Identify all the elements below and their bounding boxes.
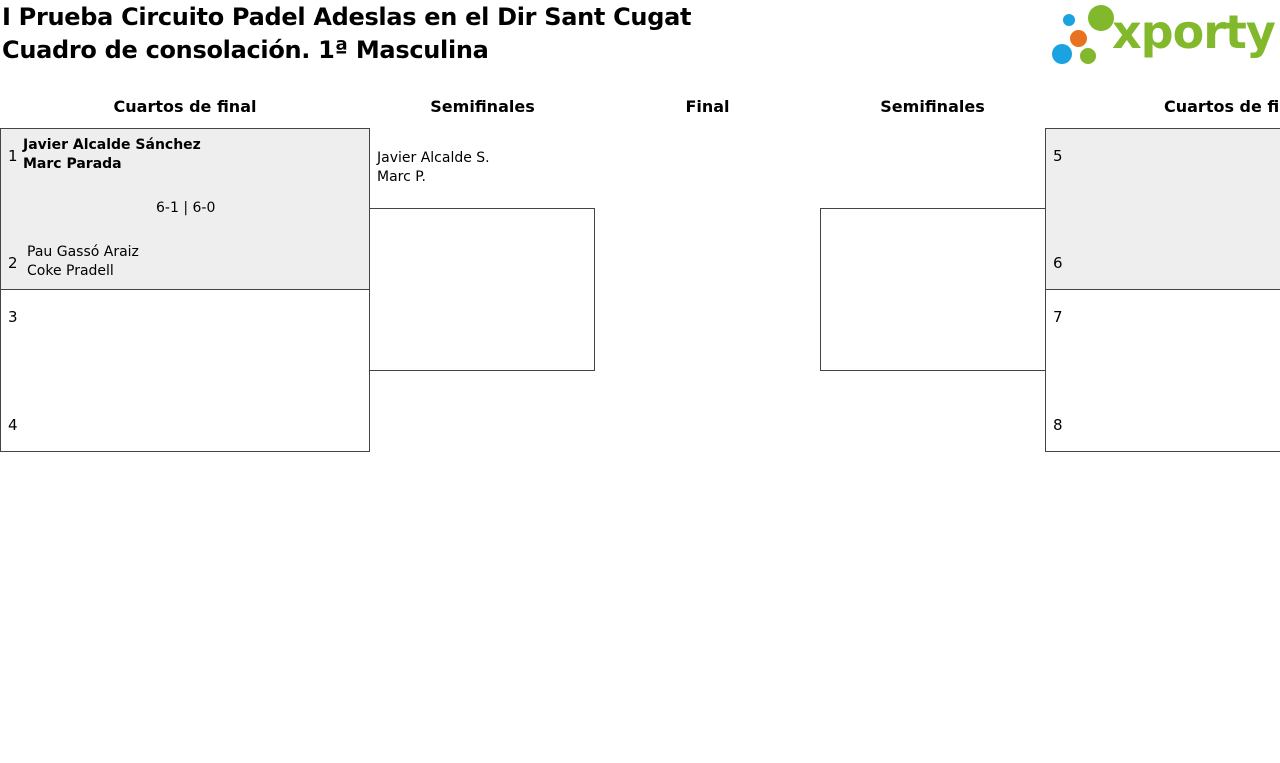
match-box-sf1[interactable] xyxy=(369,208,595,371)
logo-dot-orange-icon xyxy=(1070,30,1087,47)
match-box-qf3[interactable]: 5 6 xyxy=(1045,128,1280,290)
tournament-title: I Prueba Circuito Padel Adeslas en el Di… xyxy=(2,3,692,31)
logo-dot-blue-large-icon xyxy=(1052,44,1072,64)
seed-number: 8 xyxy=(1053,416,1063,434)
draw-subtitle: Cuadro de consolación. 1ª Masculina xyxy=(2,36,489,64)
match-score: 6-1 | 6-0 xyxy=(156,200,216,216)
seed-number: 4 xyxy=(8,416,18,434)
round-header-final: Final xyxy=(685,97,730,116)
xporty-logo[interactable]: xporty xyxy=(1052,4,1276,66)
match-box-qf1[interactable]: 1 Javier Alcalde Sánchez Marc Parada 6-1… xyxy=(0,128,370,290)
logo-wordmark: xporty xyxy=(1112,5,1276,59)
player-name: Pau Gassó Araiz xyxy=(27,244,139,260)
round-header-right-semifinals: Semifinales xyxy=(880,97,985,116)
match-box-sf2[interactable] xyxy=(820,208,1046,371)
player-name: Marc P. xyxy=(377,169,426,185)
round-header-left-quarterfinals: Cuartos de final xyxy=(113,97,257,116)
logo-dot-green-small-icon xyxy=(1080,48,1096,64)
team-top[interactable]: Javier Alcalde Sánchez Marc Parada xyxy=(23,136,201,174)
logo-dot-blue-icon xyxy=(1063,14,1075,26)
round-header-left-semifinals: Semifinales xyxy=(430,97,535,116)
seed-number: 6 xyxy=(1053,254,1063,272)
player-name: Javier Alcalde Sánchez xyxy=(23,137,201,153)
player-name: Coke Pradell xyxy=(27,263,114,279)
seed-number: 7 xyxy=(1053,308,1063,326)
player-name: Marc Parada xyxy=(23,156,122,172)
seed-number: 5 xyxy=(1053,147,1063,165)
round-header-right-quarterfinals: Cuartos de fin xyxy=(1164,97,1280,116)
team-bottom[interactable]: Pau Gassó Araiz Coke Pradell xyxy=(27,243,139,281)
match-box-qf4[interactable]: 7 8 xyxy=(1045,289,1280,452)
semifinal-team-top[interactable]: Javier Alcalde S. Marc P. xyxy=(377,149,490,187)
seed-number: 3 xyxy=(8,308,18,326)
logo-dot-green-icon xyxy=(1088,5,1114,31)
seed-number: 2 xyxy=(8,254,18,272)
match-box-qf2[interactable]: 3 4 xyxy=(0,289,370,452)
seed-number: 1 xyxy=(8,147,18,165)
player-name: Javier Alcalde S. xyxy=(377,150,490,166)
